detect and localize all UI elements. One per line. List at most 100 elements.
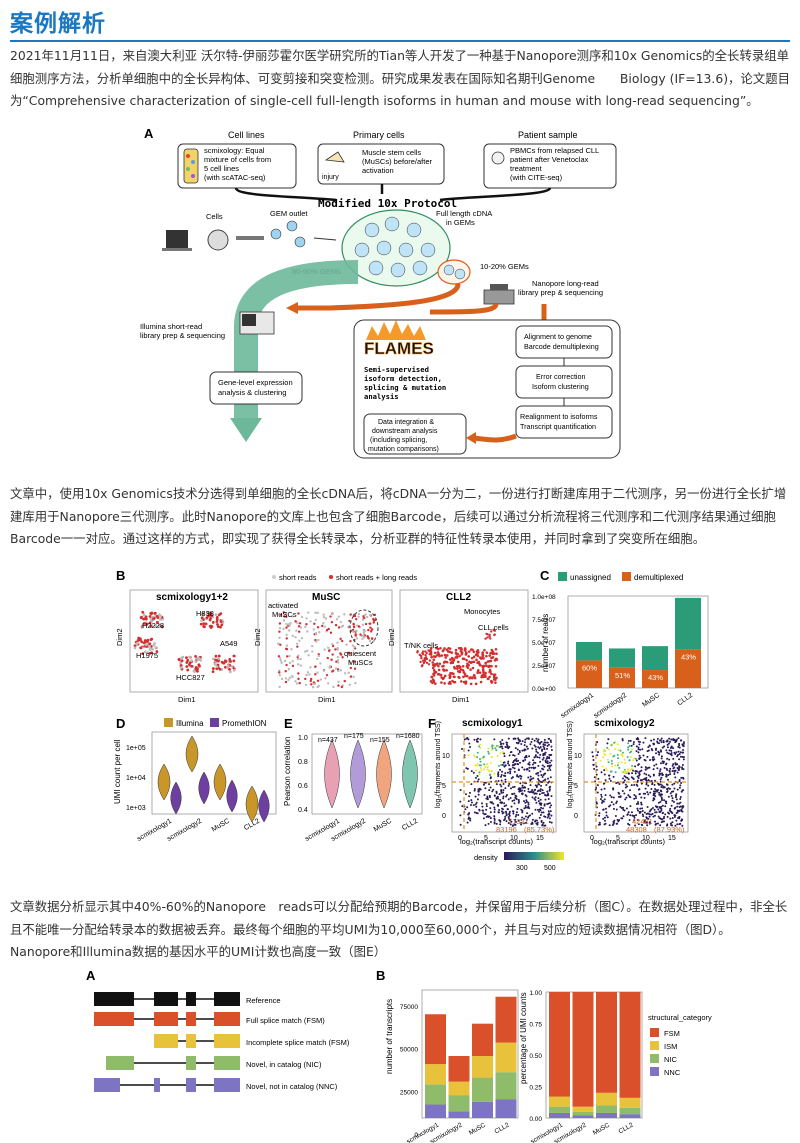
bar-ism [425, 1064, 446, 1085]
umap-point [472, 650, 476, 654]
umap-point [432, 680, 436, 683]
scatter-point [473, 789, 476, 792]
scatter-point [548, 780, 551, 783]
scatter-point [649, 775, 652, 778]
scatter-point [550, 804, 553, 807]
scatter-point [668, 809, 671, 812]
scatter-point [620, 761, 623, 764]
scatter-point [606, 816, 609, 819]
scatter-point [538, 816, 541, 819]
scatter-point [517, 775, 520, 778]
umap-point [488, 670, 491, 674]
axis-label: UMI count per cell [113, 739, 122, 804]
umap-point [305, 617, 308, 620]
scatter-point [669, 817, 672, 820]
umap-point [460, 652, 464, 656]
scatter-point [610, 796, 613, 799]
scatter-point [654, 823, 657, 826]
scatter-point [501, 764, 504, 767]
legend-swatch [558, 572, 567, 581]
scatter-point [671, 799, 674, 802]
umap-point [133, 644, 137, 648]
umap-point [232, 668, 236, 672]
umap-point [314, 673, 317, 676]
scatter-point [508, 754, 511, 757]
scatter-point [663, 786, 666, 789]
umap-point [470, 656, 474, 660]
scatter-point [503, 802, 506, 805]
bar-fsm [572, 992, 594, 1107]
scatter-point [491, 790, 494, 793]
bar-unassigned [675, 597, 701, 650]
scatter-point [488, 770, 491, 773]
scatter-point [656, 767, 659, 770]
scatter-point [500, 789, 503, 792]
scatter-point [666, 746, 669, 749]
scatter-point [660, 750, 663, 753]
scatter-point [495, 749, 498, 752]
scatter-point [530, 740, 533, 743]
scatter-point [502, 811, 505, 814]
scatter-point [518, 751, 521, 754]
umap-point [285, 622, 288, 626]
scatter-point [476, 762, 479, 765]
umap-point [420, 656, 423, 660]
cell-lines-line: 5 cell lines [204, 164, 239, 173]
scatter-point [593, 776, 596, 779]
scatter-point [475, 769, 478, 772]
umap-point [278, 657, 282, 660]
umap-point [322, 669, 326, 672]
scatter-point [632, 759, 635, 762]
legend-illumina: Illumina [176, 719, 204, 728]
scatter-point [679, 751, 682, 754]
scatter-point [482, 809, 485, 812]
scatter-point [548, 817, 551, 820]
scatter-point [603, 787, 606, 790]
scatter-point [637, 764, 640, 767]
scatter-point [545, 784, 548, 787]
umap-point [295, 682, 299, 685]
scatter-point [542, 791, 545, 794]
scatter-point [543, 765, 546, 768]
scatter-point [503, 752, 506, 755]
scatter-point [665, 802, 668, 805]
umap-point [337, 615, 341, 618]
scatter-point [667, 773, 670, 776]
scatter-point [603, 798, 606, 801]
scatter-point [609, 794, 612, 797]
umap-point [494, 664, 498, 668]
tick: 0.25 [529, 1085, 542, 1092]
umap-point [228, 670, 232, 674]
scatter-point [674, 741, 677, 744]
axis-label: log₂(fragments around TSS) [435, 721, 442, 808]
umap-point [489, 651, 493, 655]
scatter-point [591, 751, 594, 754]
umap-point [479, 663, 482, 667]
umap-point [459, 680, 463, 683]
umap-point [370, 637, 374, 640]
scatter-point [660, 741, 663, 744]
scatter-point [663, 766, 666, 769]
umap-point [485, 654, 488, 658]
umap-point [190, 664, 194, 668]
scatter-point [488, 789, 491, 792]
scatter-point [527, 763, 530, 766]
scatter-point [677, 750, 680, 753]
umap-point [337, 684, 340, 687]
scatter-point [474, 803, 477, 806]
scatter-point [627, 748, 630, 751]
scatter-point [493, 794, 496, 797]
title-rule [10, 40, 790, 42]
umap-point [484, 671, 487, 675]
umap-point [493, 676, 496, 679]
umap-point [297, 612, 300, 615]
umap-point [150, 611, 154, 615]
scatter-point [473, 754, 476, 757]
scatter-point [638, 754, 641, 757]
umap-point [330, 658, 333, 661]
scatter-point [619, 805, 622, 808]
violin-illumina [213, 763, 227, 801]
scatter-point [489, 774, 492, 777]
umap-point [332, 685, 335, 689]
scatter-point [498, 793, 501, 796]
